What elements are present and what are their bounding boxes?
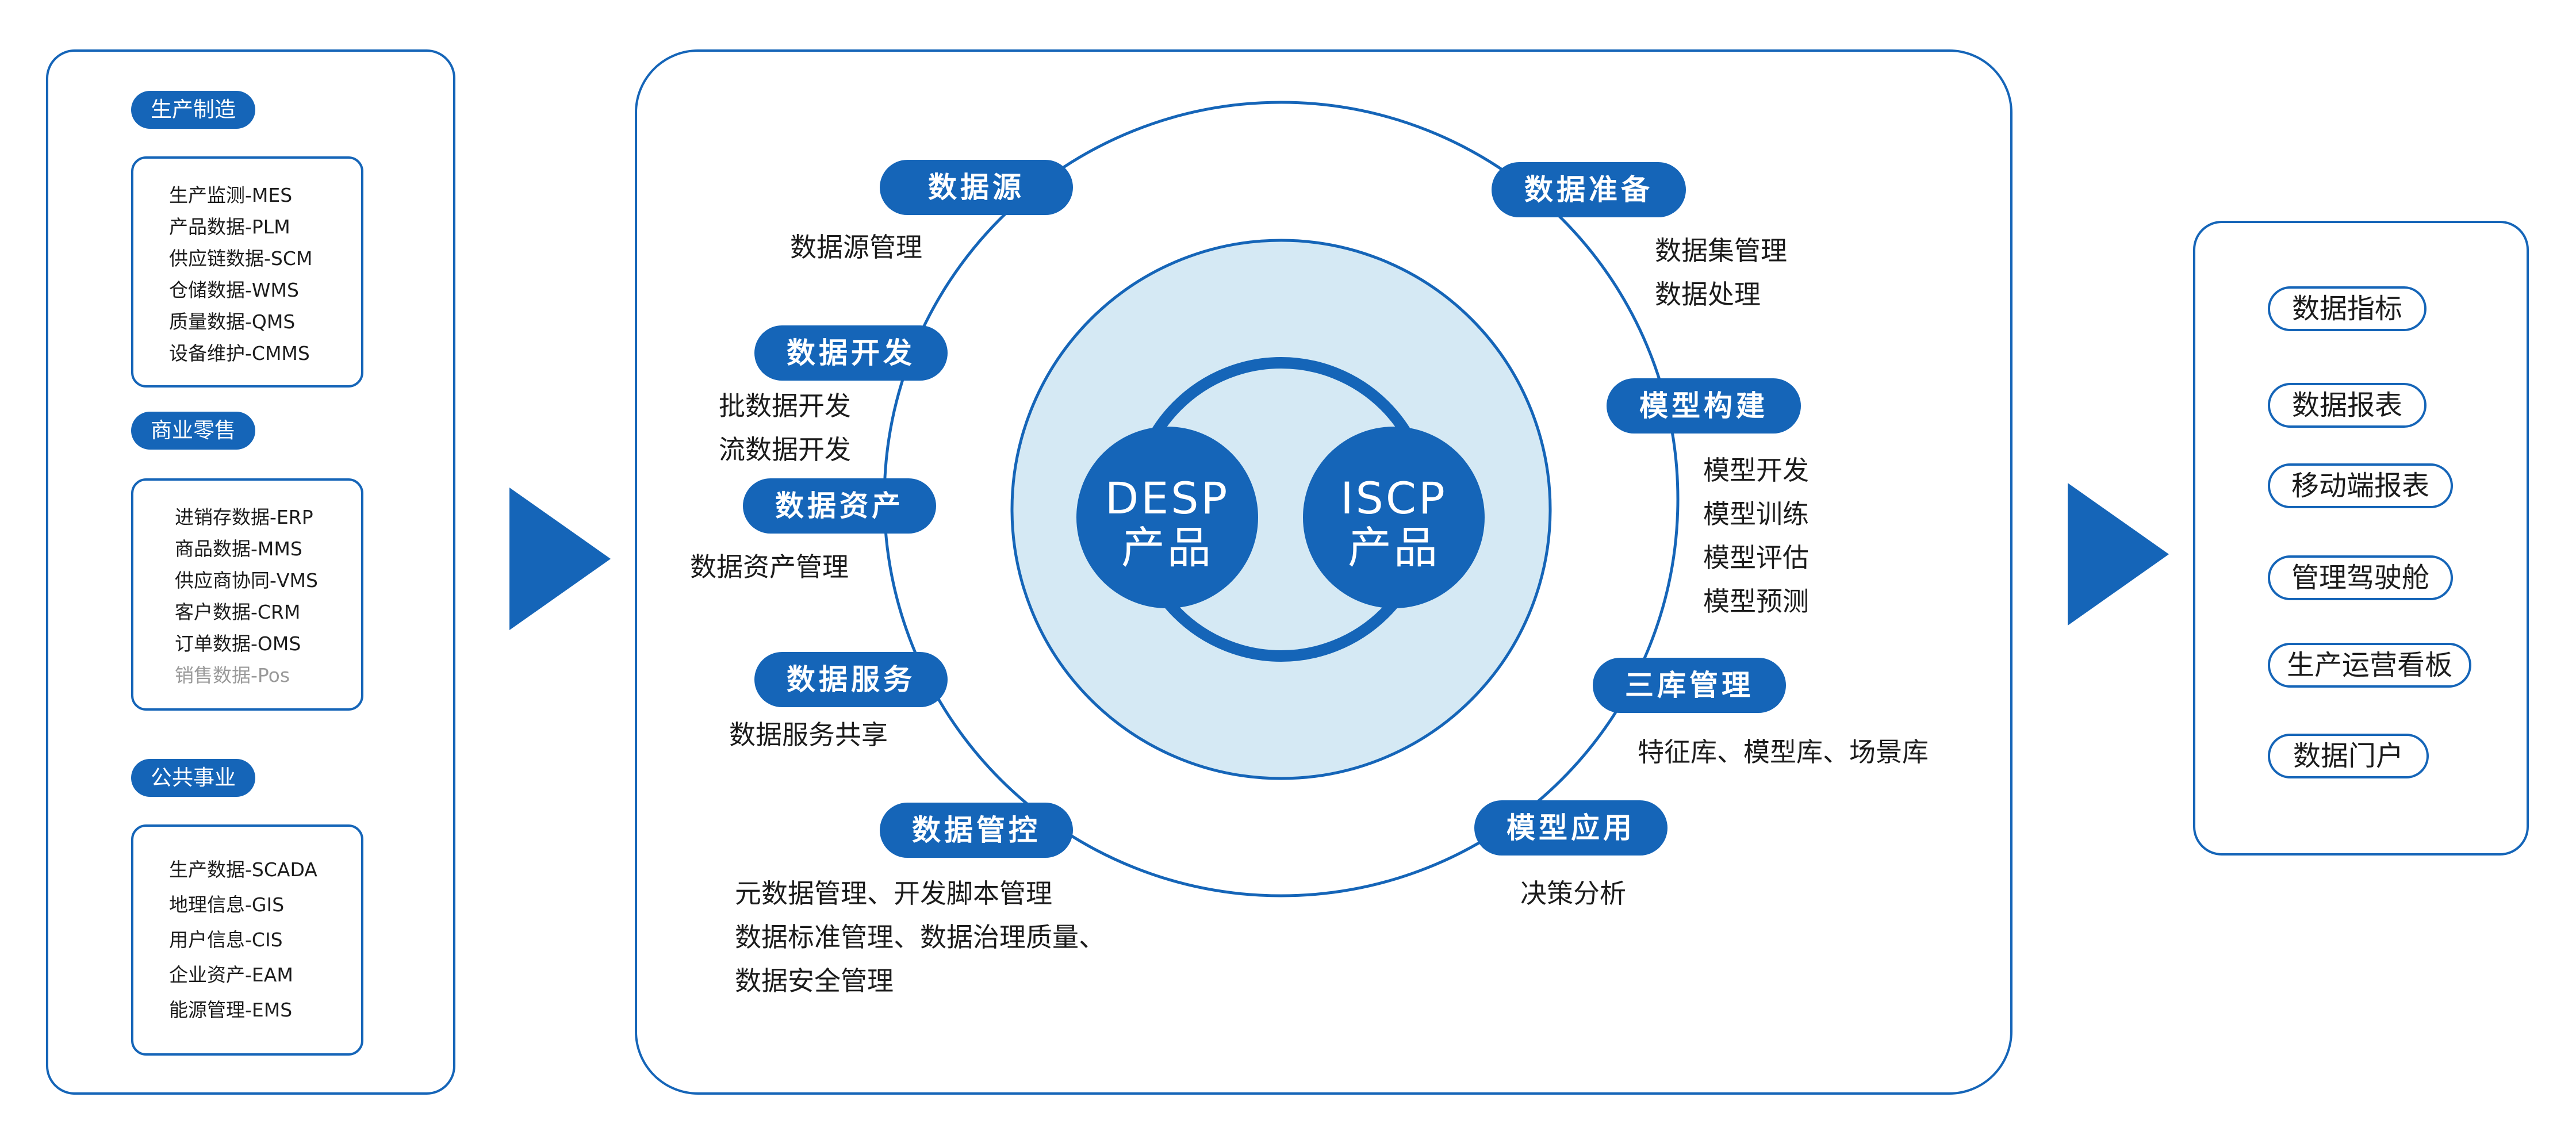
source-item: 仓储数据-WMS bbox=[169, 279, 299, 301]
category-retail: 商业零售 bbox=[131, 412, 255, 450]
source-item: 供应链数据-SCM bbox=[169, 247, 313, 270]
stage-desc: 数据集管理 数据处理 bbox=[1655, 235, 1787, 310]
source-item: 用户信息-CIS bbox=[169, 929, 283, 951]
output-management-cockpit: 管理驾驶舱 bbox=[2268, 555, 2453, 600]
source-item: 企业资产-EAM bbox=[169, 964, 293, 986]
source-item: 销售数据-Pos bbox=[175, 664, 290, 686]
output-operations-dashboard: 生产运营看板 bbox=[2268, 643, 2471, 688]
stage-desc: 数据资产管理 bbox=[690, 551, 849, 582]
desp-subtitle: 产品 bbox=[1121, 522, 1213, 573]
source-item: 生产监测-MES bbox=[169, 184, 293, 206]
iscp-subtitle: 产品 bbox=[1348, 522, 1440, 573]
stage-model-building: 模型构建 bbox=[1607, 378, 1801, 434]
source-item: 产品数据-PLM bbox=[169, 216, 290, 238]
flow-arrow-right-icon bbox=[2068, 483, 2169, 626]
source-item: 进销存数据-ERP bbox=[175, 506, 313, 528]
stage-desc: 数据源管理 bbox=[790, 232, 922, 263]
stage-data-services: 数据服务 bbox=[754, 652, 948, 707]
stage-desc: 决策分析 bbox=[1520, 878, 1626, 909]
stage-desc: 数据服务共享 bbox=[729, 719, 888, 750]
stage-desc: 特征库、模型库、场景库 bbox=[1638, 736, 1929, 768]
source-item: 供应商协同-VMS bbox=[175, 569, 318, 592]
stage-data-source: 数据源 bbox=[880, 160, 1073, 215]
manufacturing-group: 生产监测-MES 产品数据-PLM 供应链数据-SCM 仓储数据-WMS 质量数… bbox=[131, 156, 363, 388]
stage-three-libraries: 三库管理 bbox=[1593, 658, 1786, 713]
output-data-reports: 数据报表 bbox=[2268, 383, 2426, 428]
source-item: 能源管理-EMS bbox=[169, 999, 293, 1021]
desp-name: DESP bbox=[1105, 473, 1230, 524]
source-item: 设备维护-CMMS bbox=[169, 342, 310, 365]
public-utilities-group: 生产数据-SCADA 地理信息-GIS 用户信息-CIS 企业资产-EAM 能源… bbox=[131, 824, 363, 1056]
source-item: 客户数据-CRM bbox=[175, 601, 301, 623]
retail-group: 进销存数据-ERP 商品数据-MMS 供应商协同-VMS 客户数据-CRM 订单… bbox=[131, 478, 363, 711]
source-item: 订单数据-OMS bbox=[175, 632, 301, 655]
stage-desc: 批数据开发 流数据开发 bbox=[719, 390, 851, 465]
source-item: 商品数据-MMS bbox=[175, 538, 302, 560]
stage-model-application: 模型应用 bbox=[1474, 800, 1667, 856]
output-data-metrics: 数据指标 bbox=[2268, 286, 2426, 331]
iscp-name: ISCP bbox=[1340, 473, 1447, 524]
stage-data-development: 数据开发 bbox=[754, 325, 948, 381]
iscp-product-label: ISCP 产品 bbox=[1303, 474, 1485, 573]
flow-arrow-right-icon bbox=[509, 488, 611, 630]
stage-data-assets: 数据资产 bbox=[743, 478, 936, 534]
source-item: 地理信息-GIS bbox=[169, 893, 285, 916]
output-mobile-reports: 移动端报表 bbox=[2268, 463, 2453, 508]
desp-product-label: DESP 产品 bbox=[1076, 474, 1258, 573]
source-item: 质量数据-QMS bbox=[169, 310, 296, 333]
stage-data-preparation: 数据准备 bbox=[1492, 162, 1686, 217]
category-public-utilities: 公共事业 bbox=[131, 759, 255, 797]
category-manufacturing: 生产制造 bbox=[131, 91, 255, 129]
stage-data-governance: 数据管控 bbox=[880, 803, 1073, 858]
stage-desc: 元数据管理、开发脚本管理 数据标准管理、数据治理质量、 数据安全管理 bbox=[735, 878, 1105, 996]
output-data-portal: 数据门户 bbox=[2268, 734, 2429, 778]
source-item: 生产数据-SCADA bbox=[169, 858, 317, 881]
stage-desc: 模型开发 模型训练 模型评估 模型预测 bbox=[1703, 455, 1809, 617]
